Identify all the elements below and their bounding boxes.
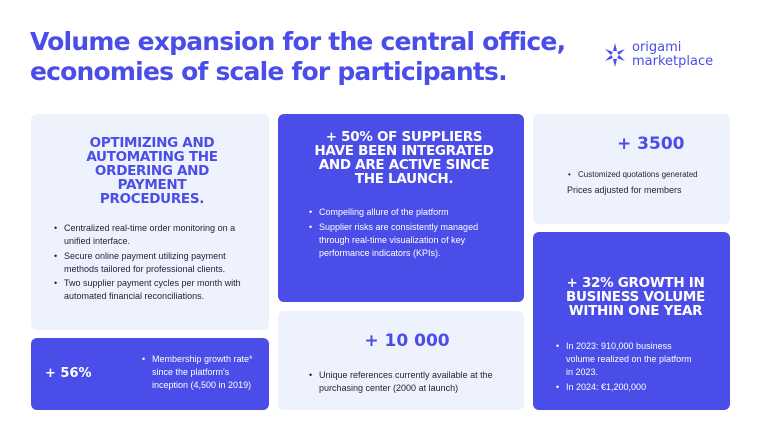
quotations-card: + 3500 Customized quotations generated P… — [533, 114, 730, 224]
list-item: In 2024: €1,200,000 — [555, 381, 696, 394]
optimizing-card: Optimizing and automating the ordering a… — [31, 114, 269, 330]
list-item: Two supplier payment cycles per month wi… — [53, 277, 251, 303]
quotations-stat: + 3500 — [617, 134, 685, 154]
list-item: Secure online payment utilizing payment … — [53, 250, 251, 276]
growth-heading: + 32% growth in business volume within o… — [566, 275, 705, 319]
references-stat: + 10 000 — [364, 331, 450, 351]
page-title: Volume expansion for the central office,… — [30, 27, 590, 87]
membership-bullets: Membership growth rate* since the platfo… — [141, 353, 263, 394]
origami-marketplace-logo: origami marketplace — [604, 41, 713, 69]
list-item: Membership growth rate* since the platfo… — [141, 353, 263, 392]
title-line-2: economies of scale for participants. — [30, 57, 508, 86]
list-item: Unique references currently available at… — [308, 369, 506, 395]
quotations-line: Prices adjusted for members — [567, 185, 682, 195]
title-line-1: Volume expansion for the central office, — [30, 27, 566, 56]
growth-bullets: In 2023: 910,000 business volume realize… — [555, 340, 716, 394]
suppliers-heading: + 50% of suppliers have been integrated … — [314, 129, 494, 187]
optimizing-bullets: Centralized real-time order monitoring o… — [53, 222, 251, 303]
list-item: Supplier risks are consistently managed … — [308, 221, 508, 260]
quotations-bullets: Customized quotations generated — [567, 168, 720, 181]
logo-text: origami marketplace — [632, 41, 713, 69]
suppliers-bullets: Compelling allure of the platform Suppli… — [308, 206, 508, 260]
membership-card: + 56% Membership growth rate* since the … — [31, 338, 269, 410]
logo-line-2: marketplace — [632, 54, 714, 69]
logo-line-1: origami — [632, 40, 682, 55]
list-item: In 2023: 910,000 business volume realize… — [555, 340, 696, 379]
suppliers-card: + 50% of suppliers have been integrated … — [278, 114, 524, 302]
membership-stat: + 56% — [45, 366, 92, 381]
references-bullets: Unique references currently available at… — [308, 369, 506, 395]
optimizing-heading: Optimizing and automating the ordering a… — [86, 135, 218, 207]
list-item: Centralized real-time order monitoring o… — [53, 222, 251, 248]
origami-star-icon — [605, 43, 625, 67]
references-card: + 10 000 Unique references currently ava… — [278, 311, 524, 410]
list-item: Compelling allure of the platform — [308, 206, 508, 219]
list-item: Customized quotations generated — [567, 168, 720, 181]
growth-card: + 32% growth in business volume within o… — [533, 232, 730, 410]
